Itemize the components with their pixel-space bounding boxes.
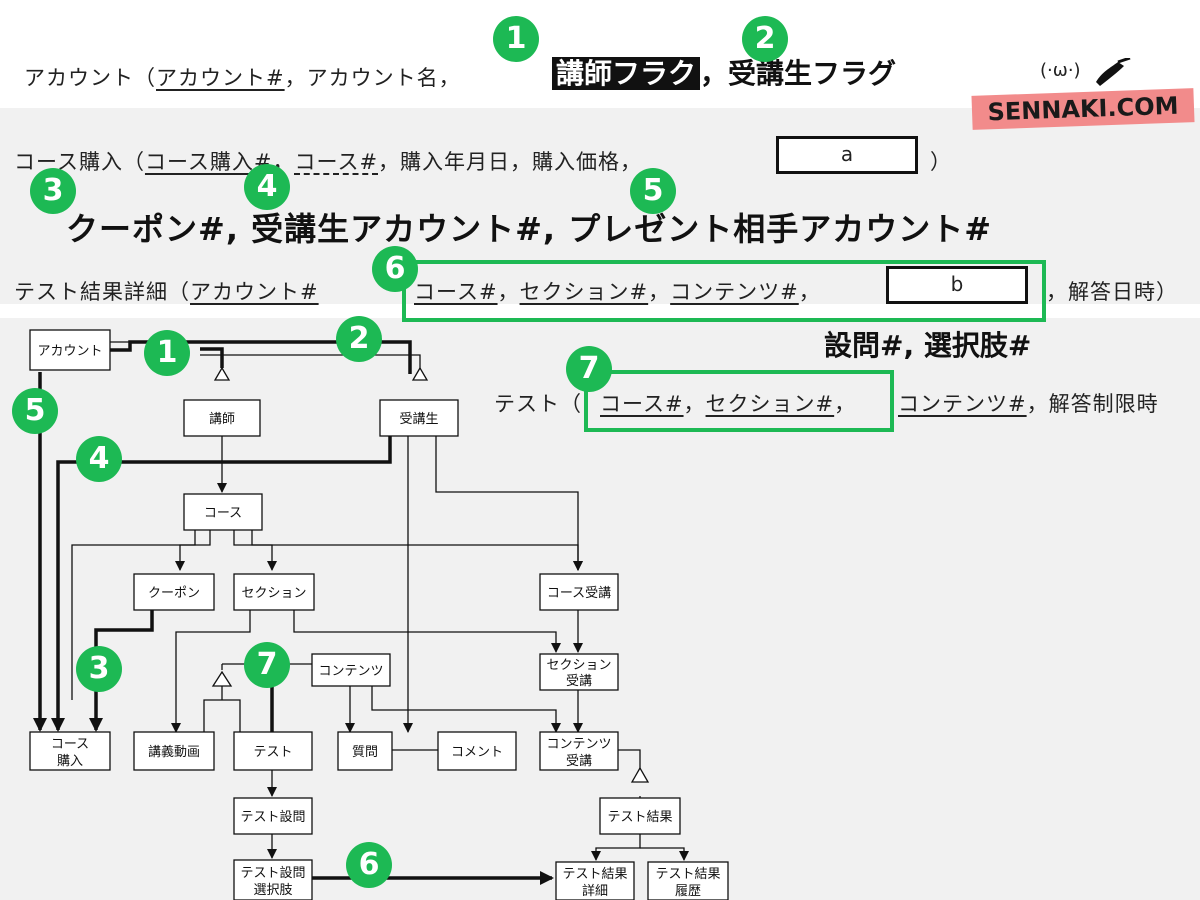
badge-1-header: 1 bbox=[493, 16, 539, 62]
node-course-purchase-1: コース bbox=[51, 737, 89, 752]
node-test-result-detail-2: 詳細 bbox=[582, 883, 608, 899]
answer-box-a: a bbox=[776, 136, 918, 174]
badge-3-header: 3 bbox=[30, 168, 76, 214]
test-row-rest: コンテンツ#，解答制限時 bbox=[898, 392, 1159, 416]
node-contents-enroll-2: 受講 bbox=[566, 753, 592, 769]
node-account: アカウント bbox=[37, 344, 102, 359]
node-test-question: テスト設問 bbox=[240, 809, 305, 825]
badge-6-header: 6 bbox=[372, 246, 418, 292]
answer-a-foreign-keys: クーポン#, 受講生アカウント#, プレゼント相手アカウント# bbox=[66, 210, 993, 248]
badge-3-diagram: 3 bbox=[76, 646, 122, 692]
node-test-choice-1: テスト設問 bbox=[240, 865, 305, 881]
node-test-result-history-1: テスト結果 bbox=[655, 867, 720, 882]
answer-box-b: b bbox=[886, 266, 1028, 304]
badge-6-diagram: 6 bbox=[346, 842, 392, 888]
course-purchase-close: ） bbox=[930, 150, 952, 174]
node-test: テスト bbox=[253, 745, 292, 760]
highlight-box-7 bbox=[584, 370, 894, 432]
node-section: セクション bbox=[241, 586, 306, 601]
badge-1-diagram: 1 bbox=[144, 330, 190, 376]
account-row: アカウント（アカウント#，アカウント名， bbox=[24, 66, 461, 90]
test-row-keys: コース#，セクション#， bbox=[600, 392, 857, 416]
node-contents-enroll-1: コンテンツ bbox=[546, 737, 611, 752]
account-key: アカウント# bbox=[156, 66, 285, 90]
badge-4-diagram: 4 bbox=[76, 436, 122, 482]
entity-boxes bbox=[29, 329, 729, 900]
course-purchase-row: コース購入（コース購入#，コース#，購入年月日，購入価格， bbox=[14, 150, 643, 174]
answer-b-foreign-keys: 設問#, 選択肢# bbox=[824, 329, 1032, 362]
node-test-choice-2: 選択肢 bbox=[253, 882, 292, 898]
instructor-flag-field: 講師フラク，受講生フラグ bbox=[552, 52, 896, 92]
badge-2-diagram: 2 bbox=[336, 316, 382, 362]
highlight-box-6 bbox=[402, 260, 1046, 322]
inheritance-triangles bbox=[211, 366, 650, 783]
node-contents: コンテンツ bbox=[318, 664, 383, 679]
node-section-enroll-2: 受講 bbox=[566, 673, 592, 689]
node-lecture-video: 講義動画 bbox=[148, 744, 200, 760]
badge-5-header: 5 bbox=[630, 168, 676, 214]
badge-5-diagram: 5 bbox=[12, 388, 58, 434]
test-row-prefix: テスト（ bbox=[494, 392, 582, 416]
node-student: 受講生 bbox=[399, 411, 438, 427]
badge-7-diagram: 7 bbox=[244, 642, 290, 688]
node-course-enroll: コース受講 bbox=[547, 585, 611, 601]
node-course: コース bbox=[204, 506, 242, 521]
node-question: 質問 bbox=[352, 745, 378, 760]
test-result-detail-keys: コース#，セクション#，コンテンツ#， bbox=[414, 280, 821, 304]
test-result-detail-rest: ，解答日時） bbox=[1046, 280, 1178, 304]
node-coupon: クーポン bbox=[148, 586, 200, 601]
badge-7-header: 7 bbox=[566, 346, 612, 392]
badge-2-header: 2 bbox=[742, 16, 788, 62]
test-result-detail-row: テスト結果詳細（アカウント# bbox=[14, 280, 319, 304]
node-course-purchase-2: 購入 bbox=[57, 754, 83, 769]
node-comment: コメント bbox=[451, 745, 503, 760]
badge-4-header: 4 bbox=[244, 164, 290, 210]
node-test-result-detail-1: テスト結果 bbox=[562, 867, 627, 882]
node-test-result: テスト結果 bbox=[607, 810, 672, 825]
face-doodle: (·ω·) bbox=[1040, 60, 1081, 81]
brush-icon bbox=[1096, 58, 1131, 86]
node-instructor: 講師 bbox=[209, 411, 235, 427]
node-test-result-history-2: 履歴 bbox=[675, 884, 701, 899]
node-section-enroll-1: セクション bbox=[546, 658, 611, 673]
